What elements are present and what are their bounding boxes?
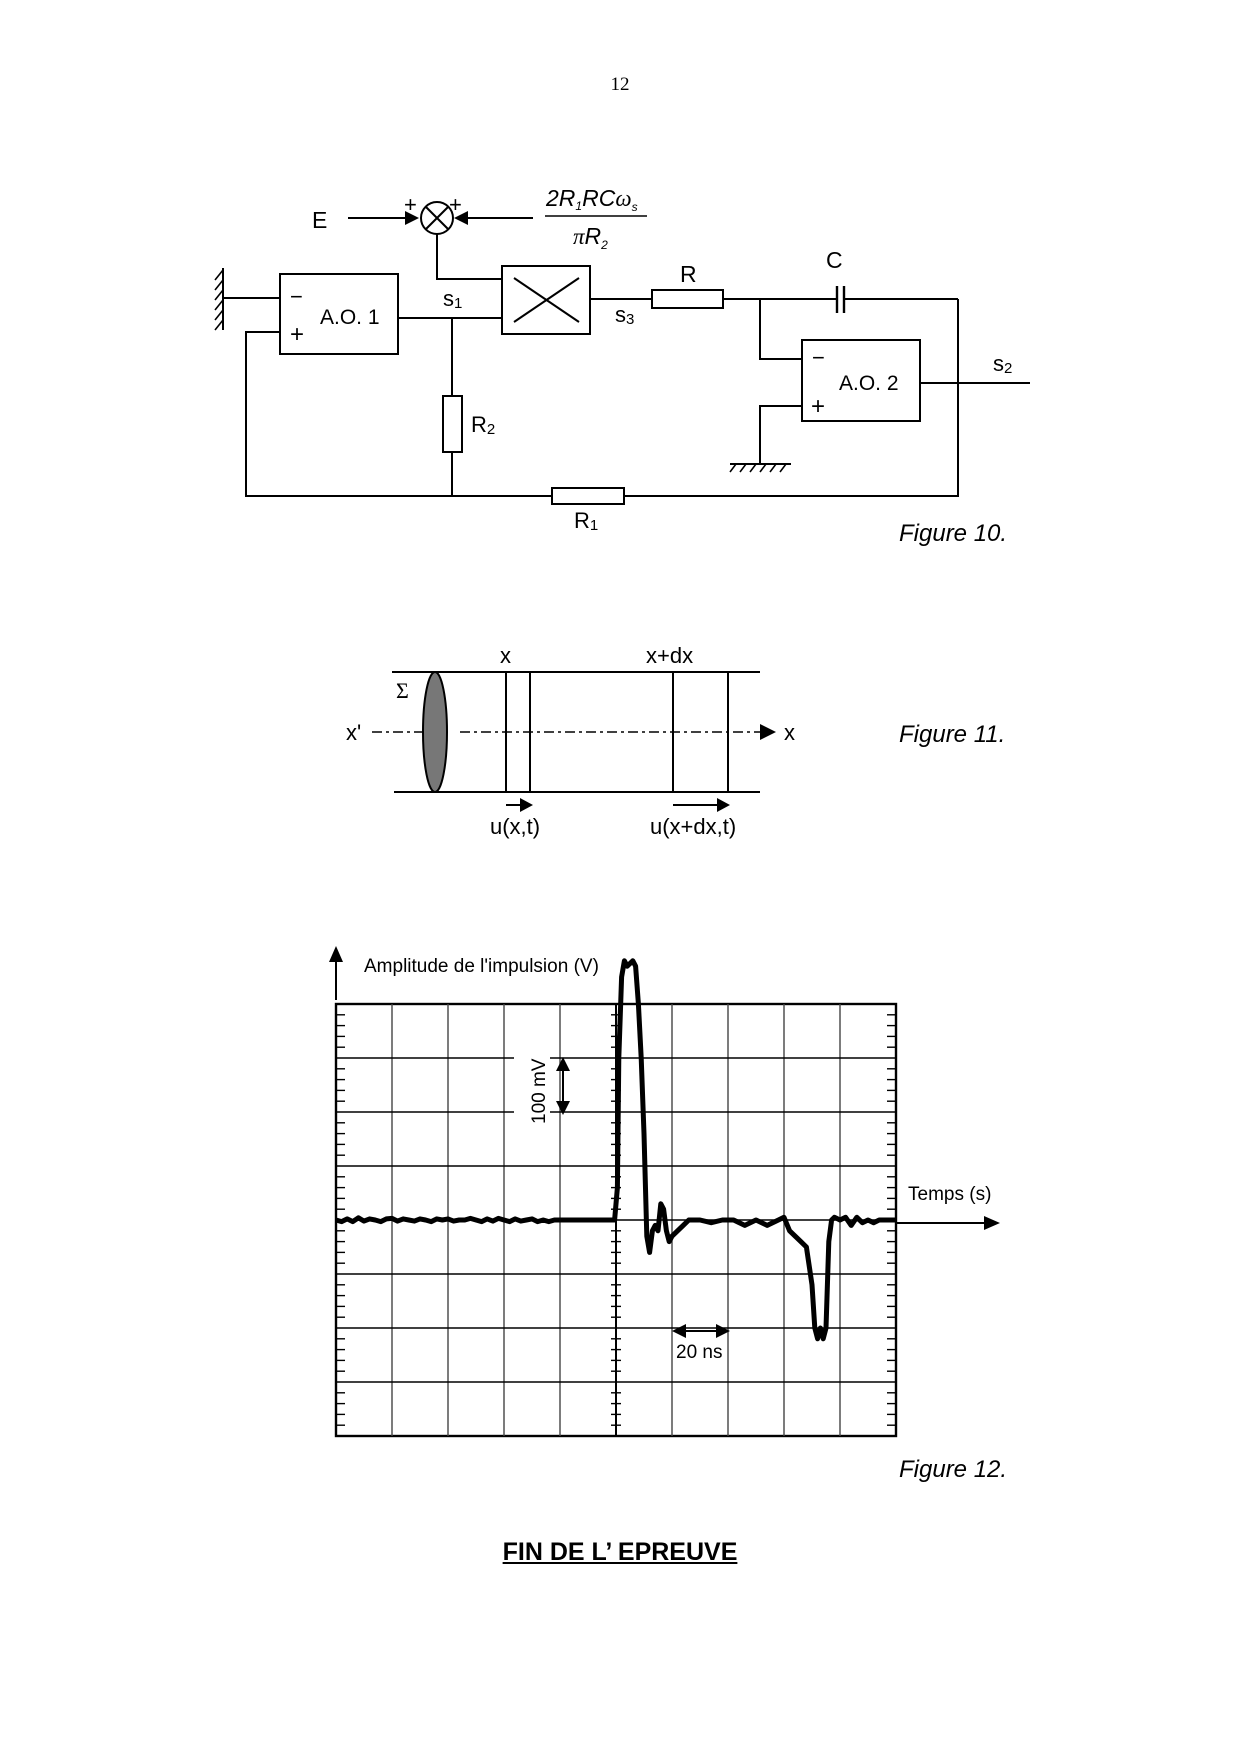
label-x-prime: x' (346, 720, 361, 745)
figure-11-caption: Figure 11. (899, 721, 1006, 748)
scale-arrow-left-icon (672, 1324, 686, 1338)
ao1-box (279, 273, 399, 355)
label-s2: s2 (993, 351, 1012, 377)
wire-ao2-plus (759, 405, 802, 464)
wire-r1-feedback (624, 299, 959, 497)
ao1-plus: + (290, 321, 304, 348)
y-axis-label: Amplitude de l'impulsion (V) (364, 956, 599, 977)
label-sigma: Σ (396, 678, 409, 703)
fraction-denominator: πR2 (573, 223, 608, 252)
figure-12-caption: Figure 12. (899, 1456, 1008, 1483)
scale-arrow-right-icon (716, 1324, 730, 1338)
scale-arrow-up-icon (556, 1057, 570, 1071)
axis-arrow-icon (760, 724, 776, 740)
end-of-exam-title: FIN DE L’ EPREUVE (502, 1538, 738, 1566)
ao2-box (801, 339, 921, 422)
label-x-dx: x+dx (646, 643, 693, 668)
wire-ao2-minus (759, 299, 802, 360)
figure-11-bar-element: x x+dx Σ x' x u(x,t) u(x+dx,t) (346, 643, 795, 839)
fraction-numerator: 2R1RCωs (545, 185, 638, 214)
page-number: 12 (610, 74, 630, 95)
y-scale-annotation: 100 mV (529, 1058, 550, 1124)
label-u-xdx: u(x+dx,t) (650, 814, 736, 839)
label-u-x: u(x,t) (490, 814, 540, 839)
label-x: x (500, 643, 511, 668)
label-r1: R1 (574, 508, 598, 534)
label-c: C (826, 247, 843, 273)
ao1-label: A.O. 1 (320, 306, 380, 329)
sum-plus-left: + (404, 192, 417, 217)
ao2-label: A.O. 2 (839, 372, 899, 395)
x-axis-label: Temps (s) (908, 1184, 991, 1205)
y-axis-arrow-icon (329, 946, 343, 962)
label-r: R (680, 261, 697, 287)
label-r2: R2 (471, 412, 495, 438)
wire-sum-to-multiplier (436, 234, 502, 280)
label-e: E (312, 207, 327, 233)
sum-plus-right: + (449, 192, 462, 217)
ao1-minus: − (290, 284, 303, 309)
ao2-minus: − (812, 345, 825, 370)
arrow-constant-icon (454, 211, 468, 225)
label-s3: s3 (615, 302, 634, 328)
x-axis-arrow-icon (984, 1216, 1000, 1230)
ao2-plus: + (811, 393, 825, 420)
figure-12-oscillogram: 100 mV 20 ns Amplitude de l'impulsion (V… (329, 946, 1000, 1438)
wire-ao1-plus-feedback (245, 331, 452, 497)
figure-10-caption: Figure 10. (899, 520, 1008, 547)
figure-10-circuit: E + + 2R1RCωs πR2 − + A.O. 1 − + A.O. 2 … (214, 185, 1030, 534)
signal-trace (335, 958, 896, 1342)
arrow-e-icon (405, 211, 419, 225)
x-scale-annotation: 20 ns (676, 1342, 722, 1363)
label-s1: s1 (443, 286, 462, 312)
scale-arrow-down-icon (556, 1101, 570, 1115)
label-axis-x: x (784, 720, 795, 745)
